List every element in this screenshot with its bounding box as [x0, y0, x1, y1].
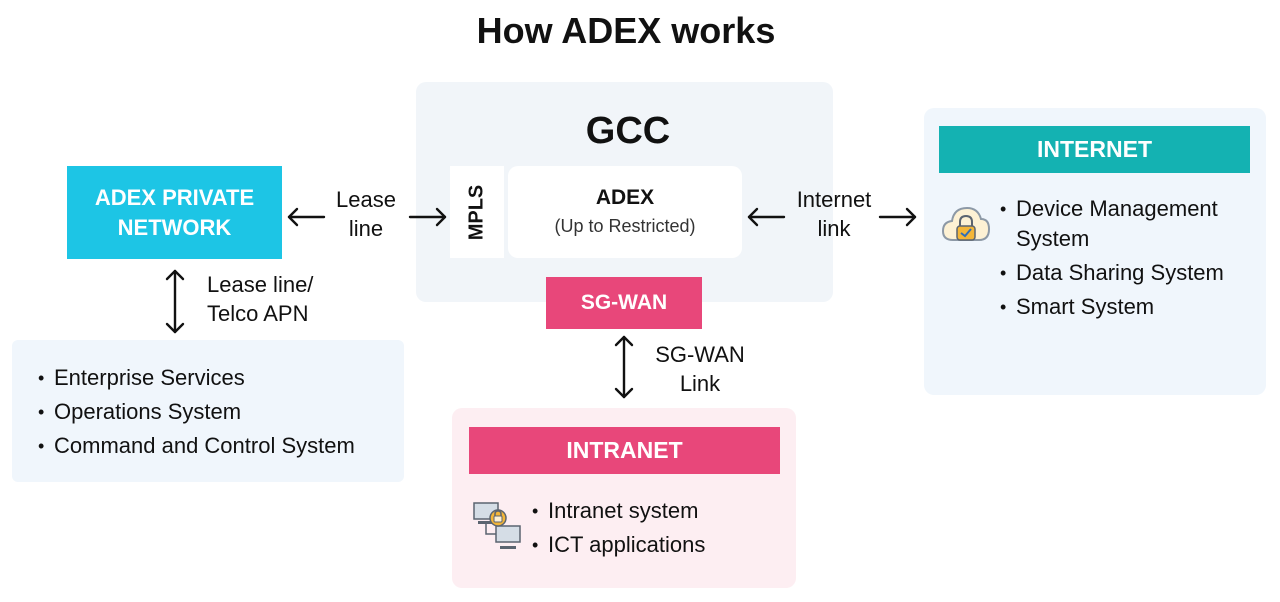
list-item: Device Management System — [1000, 194, 1224, 254]
list-item: Smart System — [1000, 292, 1224, 322]
list-item: Data Sharing System — [1000, 258, 1224, 288]
cloud-lock-icon — [941, 206, 991, 241]
internet-link-label: Internet link — [796, 187, 872, 241]
gcc-label: GCC — [585, 110, 671, 152]
intranet-header: INTRANET — [469, 427, 780, 474]
list-item: ICT applications — [532, 528, 705, 562]
adex-box: ADEX (Up to Restricted) — [508, 166, 742, 258]
list-item: Command and Control System — [38, 429, 355, 463]
adex-private-network-box: ADEX PRIVATE NETWORK — [67, 166, 282, 259]
sgwan-double-arrow — [614, 335, 634, 399]
enterprise-list: Enterprise Services Operations System Co… — [38, 361, 355, 463]
diagram-title: How ADEX works — [476, 10, 776, 51]
lease-line-left-arrow — [287, 207, 326, 227]
private-network-line2: NETWORK — [117, 214, 232, 240]
sgwan-box: SG-WAN — [546, 277, 702, 329]
list-item: Enterprise Services — [38, 361, 355, 395]
internet-link-right-arrow — [878, 207, 917, 227]
mpls-box — [450, 166, 504, 258]
private-network-line1: ADEX PRIVATE — [94, 184, 255, 210]
lease-line-label: Lease line — [336, 187, 396, 241]
lease-line-right-arrow — [408, 207, 447, 227]
networked-computers-icon — [473, 502, 521, 549]
adex-name: ADEX — [595, 186, 655, 209]
intranet-list: Intranet system ICT applications — [532, 494, 705, 562]
adex-classification: (Up to Restricted) — [554, 216, 696, 236]
internet-list: Device Management System Data Sharing Sy… — [1000, 194, 1224, 326]
sgwan-link-label: SG-WAN Link — [655, 342, 745, 396]
telco-double-arrow — [165, 269, 185, 334]
list-item: Intranet system — [532, 494, 705, 528]
internet-header: INTERNET — [939, 126, 1250, 173]
internet-link-left-arrow — [747, 207, 786, 227]
telco-label: Lease line/ Telco APN — [207, 272, 314, 326]
list-item: Operations System — [38, 395, 355, 429]
